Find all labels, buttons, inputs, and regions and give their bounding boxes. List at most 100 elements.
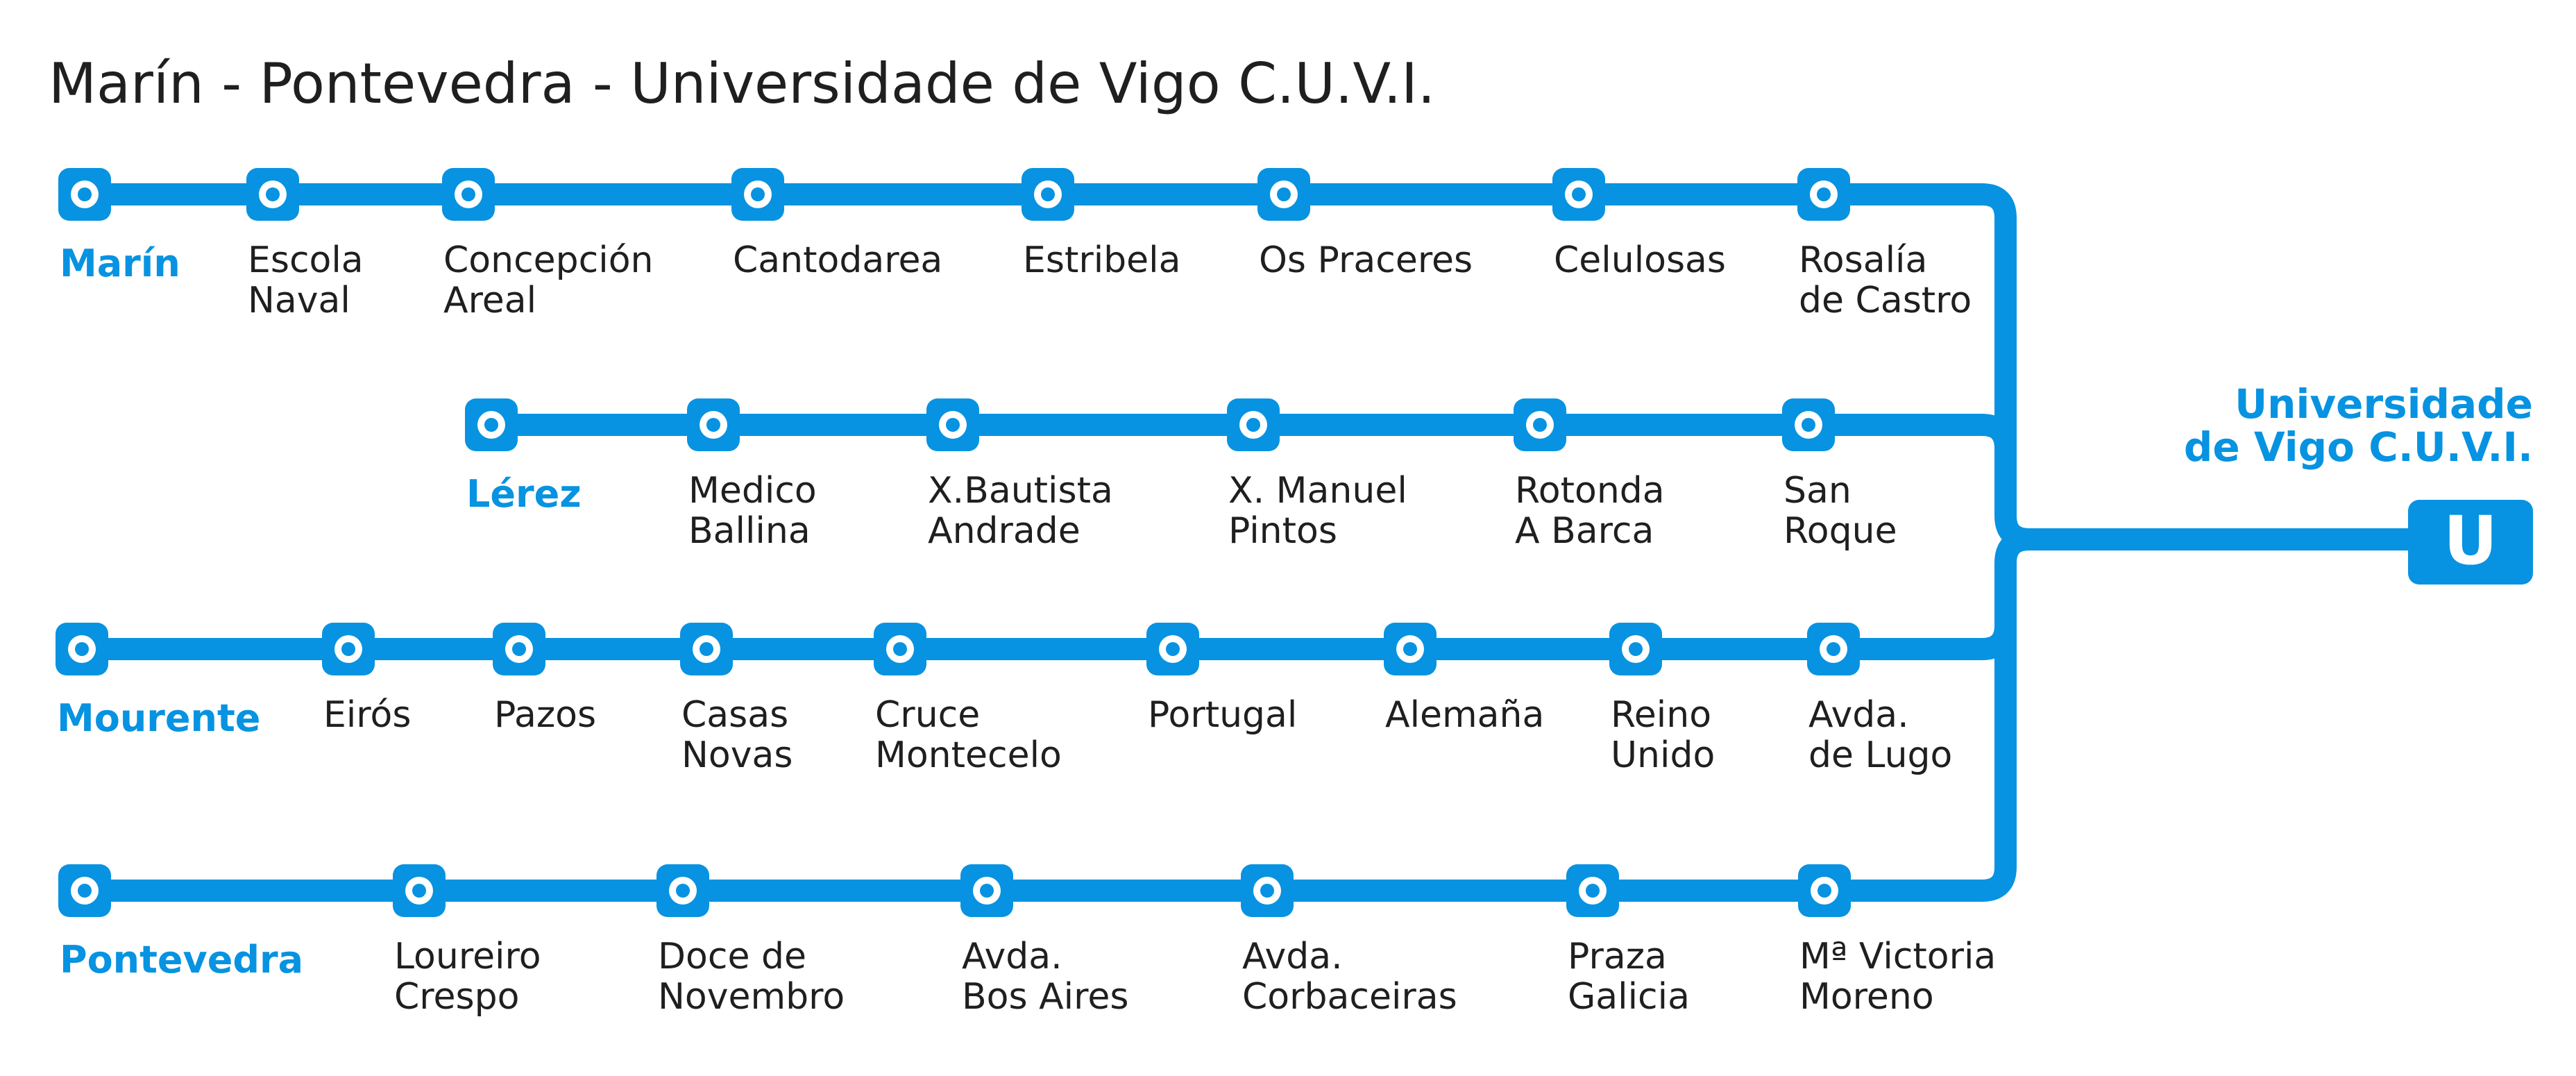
route-line-lerez [491,414,2017,450]
station-label-line: X. Manuel [1228,470,1407,512]
station-label-line: Doce de [658,936,806,977]
station[interactable]: Os Praceres [1257,168,1473,281]
station-dot [512,642,526,656]
station[interactable]: Portugal [1146,623,1297,736]
station-dot [461,187,475,201]
station-label: Eirós [323,694,411,736]
station-label-line: Ballina [688,510,811,552]
station-dot [1827,642,1840,656]
station-label: Estribela [1023,239,1180,281]
station-dot [1533,418,1547,432]
station-label-line: Avda. [962,936,1062,977]
origin-station[interactable]: Lérez [465,398,582,516]
station-dot [1246,418,1260,432]
station-label-line: de Lugo [1808,734,1952,776]
station-label-line: Bos Aires [962,976,1128,1018]
station-label-line: Pazos [494,694,596,736]
station-label: Avda.Corbaceiras [1242,936,1457,1018]
station[interactable]: Cantodarea [731,168,942,281]
station[interactable]: Avda.de Lugo [1807,623,1952,776]
station-dot [893,642,907,656]
station-dot [1629,642,1643,656]
map-title: Marín - Pontevedra - Universidade de Vig… [49,51,1435,116]
station-label-line: Portugal [1148,694,1297,736]
origin-station[interactable]: Pontevedra [58,864,303,982]
station-label-line: Praza [1568,936,1667,977]
station[interactable]: Eirós [322,623,411,736]
station-dot [1403,642,1417,656]
station-label-line: Pintos [1228,510,1337,552]
station-label-line: Concepción [443,239,653,281]
station-label-line: Rotonda [1515,470,1665,512]
destination-label-line: de Vigo C.U.V.I. [2184,423,2533,471]
station-label: Avda.de Lugo [1808,694,1952,776]
origin-label-line: Lérez [466,472,582,516]
station-dot [1166,642,1180,656]
station-label-line: A Barca [1515,510,1654,552]
station-label-line: Cruce [875,694,980,736]
station-label-line: Avda. [1242,936,1343,977]
origin-label: Marín [60,242,180,285]
station-dot [412,884,426,898]
station-label-line: Moreno [1799,976,1934,1018]
origin-station[interactable]: Mourente [56,623,260,740]
station-label-line: Andrade [928,510,1081,552]
station-label: Pazos [494,694,596,736]
station-dot [1802,418,1815,432]
station-label-line: Estribela [1023,239,1180,281]
station[interactable]: Celulosas [1552,168,1726,281]
station-dot [1586,884,1600,898]
station-dot [700,642,713,656]
destination-badge[interactable]: U [2408,500,2533,585]
station[interactable]: Estribela [1022,168,1180,281]
station-label-line: Novembro [658,976,845,1018]
station-label-line: Os Praceres [1259,239,1473,281]
station-label-line: Avda. [1808,694,1909,736]
station-label-line: Cantodarea [733,239,942,281]
station-dot [341,642,355,656]
station-label-line: X.Bautista [928,470,1113,512]
station[interactable]: Pazos [493,623,596,736]
station-label-line: Escola [248,239,364,281]
origin-station[interactable]: Marín [58,168,180,285]
station[interactable]: Avda.Corbaceiras [1241,864,1457,1018]
origin-label-line: Pontevedra [60,938,303,982]
station-label-line: Alemaña [1385,694,1544,736]
station-dot [1817,187,1831,201]
station-dot [1041,187,1055,201]
station-label: Cantodarea [733,239,942,281]
station-label-line: Naval [248,280,350,321]
destination-label-line: Universidade [2235,380,2533,428]
station-dot [78,884,92,898]
station-dot [266,187,280,201]
station[interactable]: Alemaña [1384,623,1544,736]
station[interactable]: Avda.Bos Aires [960,864,1128,1018]
station-label: Avda.Bos Aires [962,936,1128,1018]
